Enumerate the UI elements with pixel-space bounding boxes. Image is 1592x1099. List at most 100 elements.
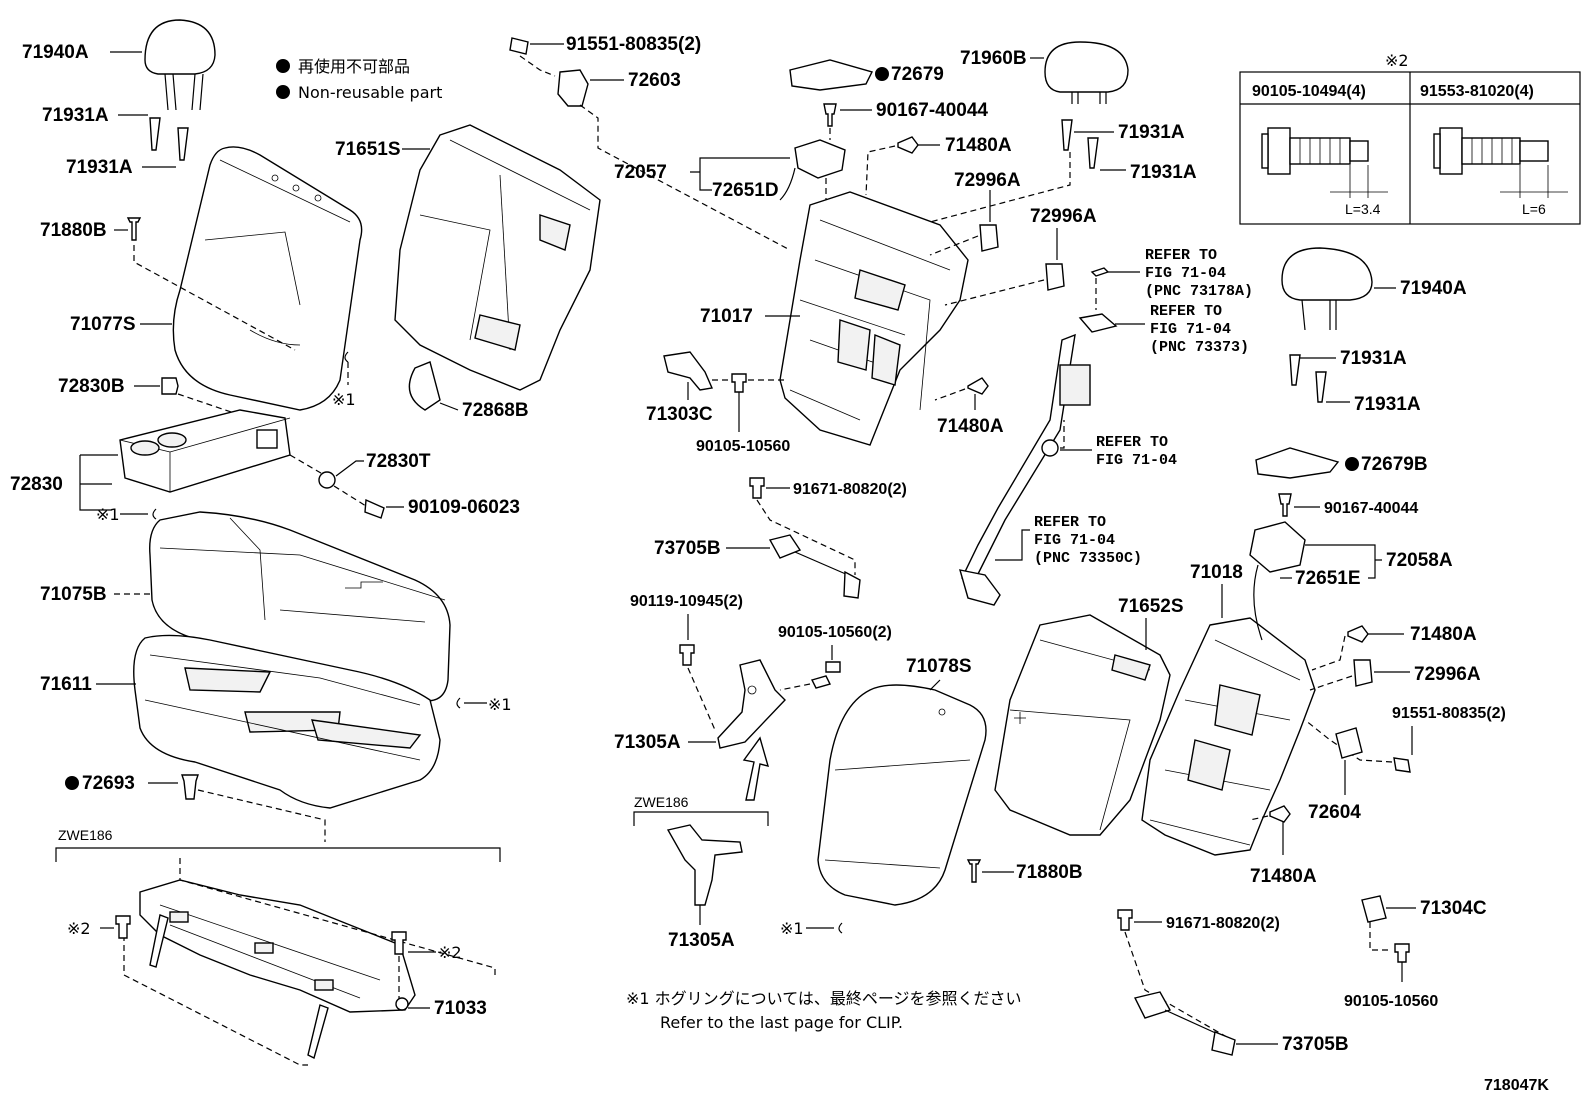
bracket-icon — [663, 351, 714, 391]
part-label: 72604 — [1308, 802, 1361, 823]
variant-label: ZWE186 — [58, 827, 113, 843]
seat-belt-anchor-right-drawing — [1133, 991, 1236, 1056]
clip-ref-label: ※1 — [780, 919, 804, 938]
bolt-icon — [509, 37, 529, 55]
headrest-guide-icon — [979, 224, 999, 252]
variant-label: ZWE186 — [634, 794, 689, 810]
headrest-guide-icon — [1061, 119, 1073, 151]
part-label: 72830 — [10, 474, 63, 495]
headrest-right-drawing — [1281, 247, 1373, 331]
part-label: 71880B — [40, 220, 107, 241]
nut-icon — [395, 997, 409, 1011]
table-marker: ※2 — [1385, 51, 1409, 70]
part-label: 71940A — [1400, 278, 1467, 299]
part-label: 71304C — [1420, 898, 1487, 919]
grommet-icon — [1269, 805, 1291, 823]
refer-block-4: REFER TO FIG 71-04 (PNC 73350C) — [1034, 514, 1142, 567]
part-label: 71880B — [1016, 862, 1083, 883]
part-label: 71651S — [335, 139, 401, 160]
grommet-icon — [967, 377, 989, 395]
table-len2: L=6 — [1522, 201, 1546, 217]
seatback-pad-left-drawing — [394, 124, 601, 391]
part-label: 90105-10560 — [1344, 993, 1438, 1010]
part-label: 71305A — [668, 930, 735, 951]
part-label: 71931A — [1118, 122, 1185, 143]
non-reusable-dot-icon — [875, 67, 889, 81]
bolt-icon — [364, 498, 385, 519]
bolt-icon — [679, 644, 695, 666]
hinge-cover-icon — [1335, 727, 1363, 759]
part-label: 71305A — [614, 732, 681, 753]
headrest-center-drawing — [1044, 41, 1129, 104]
part-label: 72057 — [614, 162, 667, 183]
seatback-frame-right-drawing — [1141, 617, 1316, 856]
bolt-icon — [1433, 127, 1549, 175]
part-label: 73705B — [654, 538, 721, 559]
clip-icon — [126, 217, 142, 241]
seat-cushion-cover-drawing — [149, 511, 451, 702]
bolt-length-table: ※2 90105-10494(4) 91553-81020(4) L=3.4 — [1239, 51, 1581, 225]
screw-icon — [1278, 493, 1292, 517]
part-label: 72996A — [1030, 206, 1097, 227]
part-label: 72830T — [366, 451, 431, 472]
diagram-id: 718047K — [1484, 1077, 1549, 1094]
seatback-cover-right-drawing — [817, 684, 987, 906]
legend-jp: 再使用不可部品 — [298, 57, 410, 76]
seatback-frame-left-drawing — [779, 191, 969, 446]
hinge-cover-icon — [789, 59, 874, 91]
part-label: 71017 — [700, 306, 753, 327]
clip-ref-label: ※1 — [332, 390, 356, 409]
bolt-icon — [115, 915, 131, 939]
part-label: 71611 — [40, 674, 92, 695]
non-reusable-dot-icon — [276, 85, 290, 99]
part-label: 91551-80835(2) — [1392, 705, 1506, 722]
part-label: 90119-10945(2) — [630, 593, 743, 610]
part-label: 72651D — [712, 180, 779, 201]
headrest-guide-icon — [1353, 659, 1373, 687]
bracket-icon — [1361, 895, 1387, 923]
part-label: 90105-10560 — [696, 438, 790, 455]
part-label: 71931A — [1354, 394, 1421, 415]
nut-icon — [825, 661, 841, 673]
clip-icon — [966, 859, 982, 883]
seat-belt-anchor-drawing — [768, 534, 861, 599]
headrest-guide-icon — [1045, 263, 1065, 291]
part-label: 72058A — [1386, 550, 1453, 571]
refer-block-3: REFER TO FIG 71-04 — [1096, 434, 1177, 469]
armrest-drawing — [119, 409, 291, 493]
non-reusable-dot-icon — [276, 59, 290, 73]
part-label: 72996A — [954, 170, 1021, 191]
nut-icon — [1041, 439, 1059, 457]
seatback-cover-left-drawing — [172, 146, 363, 411]
part-label: 71077S — [70, 314, 136, 335]
nut-icon — [318, 471, 336, 489]
seat-frame-drawing — [139, 879, 416, 1060]
bolt-icon — [1394, 943, 1410, 963]
recliner-handle-icon — [1249, 521, 1306, 573]
part-label: 72868B — [462, 400, 529, 421]
part-label: 72679B — [1361, 454, 1428, 475]
legend: 再使用不可部品 Non-reusable part — [276, 57, 442, 102]
bolt-ref-label: ※2 — [438, 943, 462, 962]
part-label: 71931A — [1130, 162, 1197, 183]
hinge-cover-icon — [557, 69, 589, 107]
part-label: 71480A — [945, 135, 1012, 156]
headrest-guide-icon — [1289, 354, 1301, 386]
recliner-handle-icon — [794, 139, 846, 179]
part-label: 71018 — [1190, 562, 1243, 583]
bolt-icon — [1261, 127, 1369, 175]
headrest-left-drawing — [144, 19, 216, 111]
part-label: 71480A — [1250, 866, 1317, 887]
part-label: 72651E — [1295, 568, 1361, 589]
part-label: 90109-06023 — [408, 497, 520, 518]
bolt-icon — [749, 477, 765, 499]
part-label: 71931A — [66, 157, 133, 178]
part-label: 71075B — [40, 584, 107, 605]
part-label: 71931A — [42, 105, 109, 126]
part-label: 72693 — [82, 773, 135, 794]
clip-icon — [181, 774, 199, 800]
part-label: 71931A — [1340, 348, 1407, 369]
footnote-jp: ※1 ホグリングについては、最終ページを参照ください — [626, 989, 1022, 1008]
bracket-icon — [1078, 313, 1118, 333]
part-label: 71303C — [646, 404, 713, 425]
